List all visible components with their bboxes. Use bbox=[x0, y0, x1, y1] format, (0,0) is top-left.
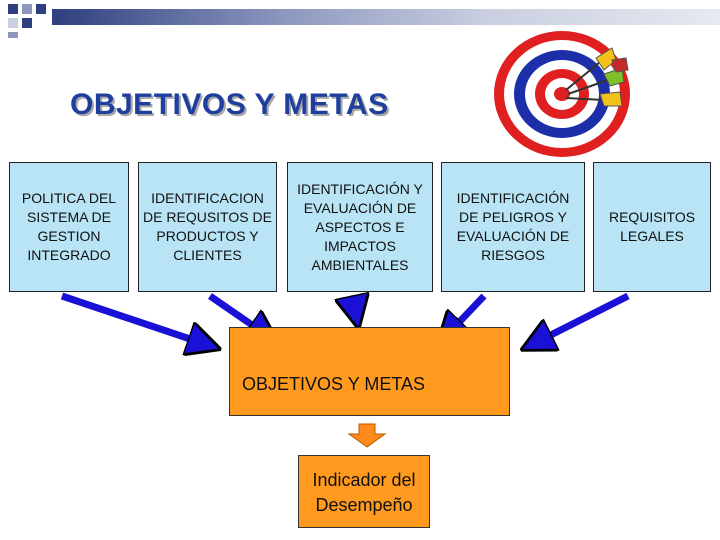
input-box-label: IDENTIFICACIÓN Y EVALUACIÓN DE ASPECTOS … bbox=[297, 180, 423, 273]
input-box-requisitos-productos: IDENTIFICACION DE REQUSITOS DE PRODUCTOS… bbox=[138, 162, 277, 292]
input-box-aspectos-ambientales: IDENTIFICACIÓN Y EVALUACIÓN DE ASPECTOS … bbox=[287, 162, 433, 292]
page-title: OBJETIVOS Y METAS bbox=[70, 88, 389, 121]
arrow-legales-to-goal bbox=[533, 292, 630, 344]
arrow-politica-to-goal bbox=[60, 292, 208, 345]
input-box-label: IDENTIFICACION DE REQUSITOS DE PRODUCTOS… bbox=[143, 190, 272, 263]
arrow-goal-to-indicator bbox=[347, 423, 387, 448]
input-box-label: REQUISITOS LEGALES bbox=[608, 209, 696, 244]
input-box-peligros-riesgos: IDENTIFICACIÓN DE PELIGROS Y EVALUACIÓN … bbox=[441, 162, 585, 292]
input-box-label: POLITICA DEL SISTEMA DE GESTION INTEGRAD… bbox=[21, 190, 117, 263]
indicator-box: Indicador del Desempeño bbox=[298, 455, 430, 528]
header-decoration-bar bbox=[52, 9, 720, 25]
goal-box: OBJETIVOS Y METAS bbox=[229, 327, 510, 416]
corner-squares-decoration bbox=[0, 0, 50, 40]
input-box-label: IDENTIFICACIÓN DE PELIGROS Y EVALUACIÓN … bbox=[456, 190, 570, 263]
arrow-aspectos-to-goal bbox=[352, 297, 356, 316]
input-box-politica: POLITICA DEL SISTEMA DE GESTION INTEGRAD… bbox=[9, 162, 129, 292]
input-box-requisitos-legales: REQUISITOS LEGALES bbox=[593, 162, 711, 292]
